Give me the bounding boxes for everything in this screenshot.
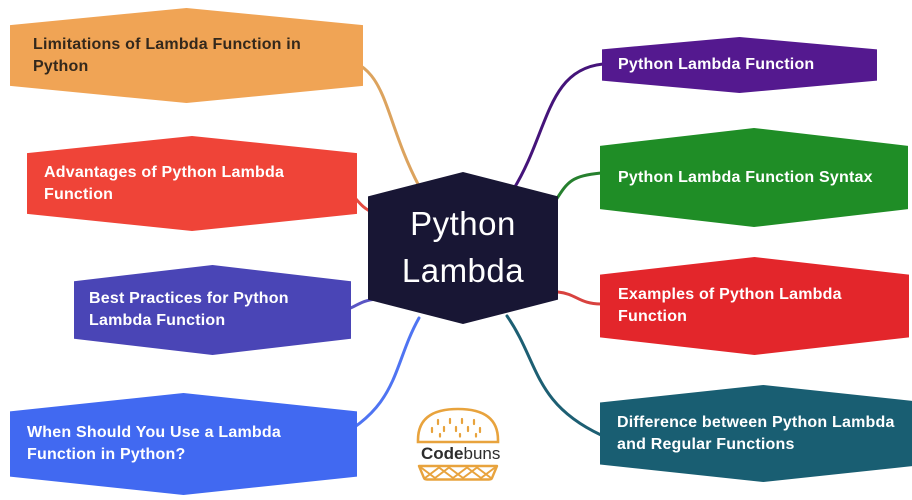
node-limitations: Limitations of Lambda Function in Python <box>10 8 363 103</box>
node-label: Difference between Python Lambda and Reg… <box>617 413 895 453</box>
node-label: Examples of Python Lambda Function <box>618 286 842 325</box>
logo-text: Codebuns <box>421 444 500 463</box>
node-label: Python Lambda Function Syntax <box>618 168 873 186</box>
node-difference: Difference between Python Lambda and Reg… <box>600 385 912 482</box>
codebuns-logo: Codebuns <box>416 407 500 481</box>
burger-top-bun-icon <box>416 407 500 444</box>
logo-text-bold: Code <box>421 444 464 463</box>
node-syntax: Python Lambda Function Syntax <box>600 128 908 227</box>
node-label: Best Practices for Python Lambda Functio… <box>89 290 289 329</box>
connector-examples <box>556 290 603 306</box>
node-label: Limitations of Lambda Function in Python <box>33 35 301 75</box>
node-label: When Should You Use a Lambda Function in… <box>27 424 281 463</box>
center-node-label: Python Lambda <box>401 205 525 289</box>
node-when-should: When Should You Use a Lambda Function in… <box>10 393 357 495</box>
logo-text-regular: buns <box>464 444 501 463</box>
node-python-lambda-function: Python Lambda Function <box>602 37 877 93</box>
connector-python-lambda-function <box>511 62 605 192</box>
node-advantages: Advantages of Python Lambda Function <box>27 136 357 231</box>
node-examples: Examples of Python Lambda Function <box>600 257 909 355</box>
node-best-practices: Best Practices for Python Lambda Functio… <box>74 265 351 355</box>
node-label: Advantages of Python Lambda Function <box>44 163 285 203</box>
connector-syntax <box>554 171 603 202</box>
connector-difference <box>505 314 603 437</box>
node-label: Python Lambda Function <box>618 56 815 74</box>
burger-bottom-bun-icon <box>417 464 499 481</box>
center-node: Python Lambda <box>368 172 558 324</box>
